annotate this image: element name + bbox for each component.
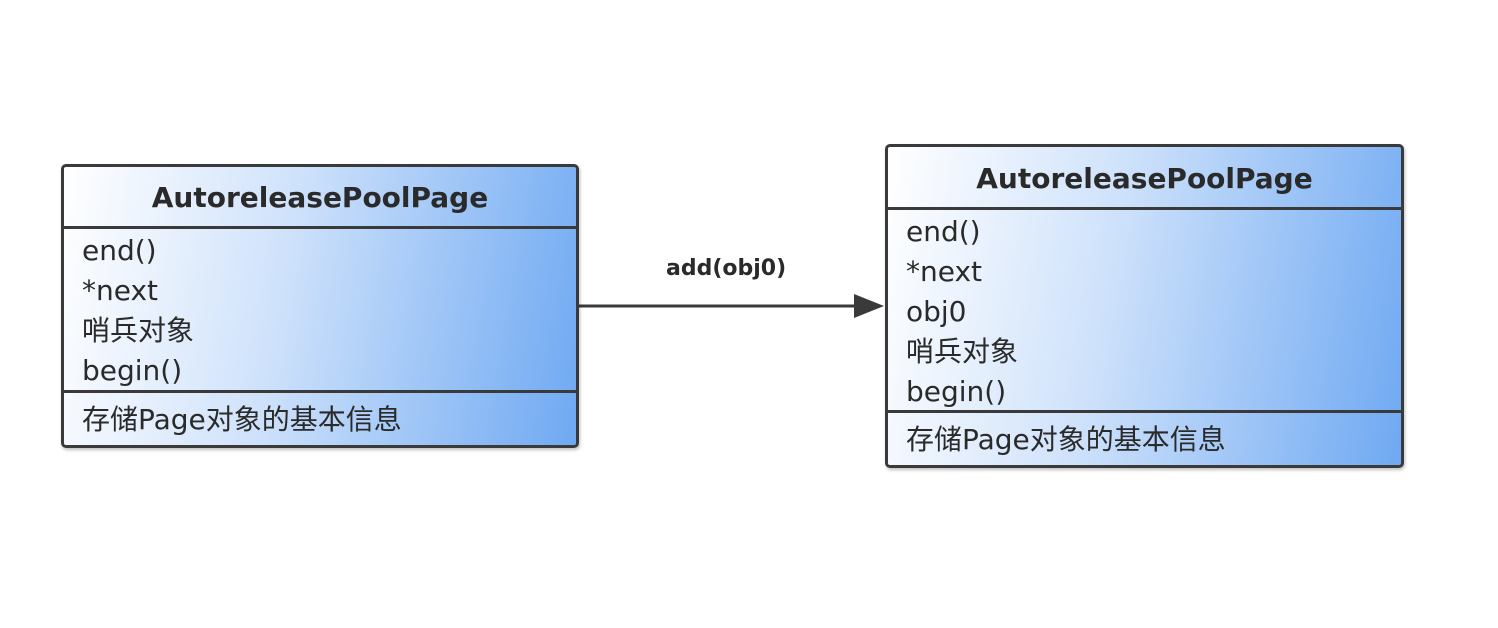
attribute-sentinel: 哨兵对象 xyxy=(906,335,1019,368)
class-attributes: end() *next 哨兵对象 begin() xyxy=(64,229,576,393)
attribute-next: *next xyxy=(82,274,159,307)
class-title: AutoreleasePoolPage xyxy=(888,147,1401,210)
attribute-obj0: obj0 xyxy=(906,295,967,328)
edge-label: add(obj0) xyxy=(666,256,787,281)
class-operations: 存储Page对象的基本信息 xyxy=(906,423,1226,456)
attribute-end: end() xyxy=(906,215,981,248)
class-attributes: end() *next obj0 哨兵对象 begin() xyxy=(888,210,1401,413)
attribute-end: end() xyxy=(82,234,157,267)
attribute-next: *next xyxy=(906,255,983,288)
add-edge-arrowhead xyxy=(854,294,884,318)
attribute-begin: begin() xyxy=(82,354,183,387)
attribute-begin: begin() xyxy=(906,375,1007,408)
class-operations: 存储Page对象的基本信息 xyxy=(82,403,402,436)
class-box-after[interactable]: AutoreleasePoolPage end() *next obj0 哨兵对… xyxy=(885,144,1404,468)
class-title: AutoreleasePoolPage xyxy=(64,167,576,229)
class-box-before[interactable]: AutoreleasePoolPage end() *next 哨兵对象 beg… xyxy=(61,164,579,448)
attribute-sentinel: 哨兵对象 xyxy=(82,314,195,347)
